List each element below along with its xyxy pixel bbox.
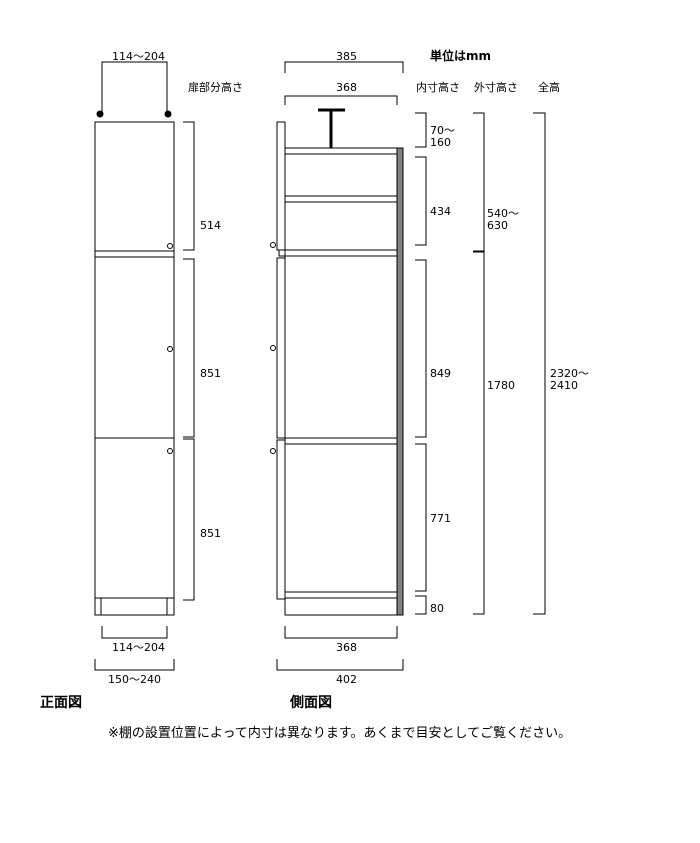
front-knob-3: [167, 448, 173, 454]
side-body-outline: [284, 147, 398, 616]
side-bottom-outer-label: 402: [336, 673, 357, 686]
side-inner-height-4: 771: [430, 512, 451, 525]
adjuster-right: [164, 110, 172, 118]
side-shelf-2: [278, 249, 404, 257]
outer-height-header: 外寸高さ: [474, 81, 518, 94]
side-shelf-1: [284, 195, 398, 203]
side-inner-bracket-4: [415, 443, 427, 592]
side-outer-height-1: 540〜 630: [487, 207, 519, 232]
total-height-header: 全高: [538, 81, 560, 94]
side-bottom-inner-bracket: [284, 626, 398, 639]
side-inner-bracket-3: [415, 259, 427, 438]
side-door-upper: [276, 121, 286, 251]
side-bottom-outer-bracket: [276, 659, 404, 671]
front-bottom-outer-bracket: [94, 659, 175, 671]
front-bottom-inner-label: 114〜204: [112, 641, 165, 654]
side-outer-height-2: 1780: [487, 379, 515, 392]
side-inner-bracket-2: [415, 156, 427, 246]
side-door-middle: [276, 257, 286, 439]
side-shelf-3: [284, 437, 398, 445]
front-door-bracket-3: [183, 438, 195, 601]
front-knob-1: [167, 243, 173, 249]
side-inner-height-2: 434: [430, 205, 451, 218]
side-top-inner-bracket: [284, 95, 398, 105]
side-outer-bracket-1: [473, 112, 485, 252]
front-bottom-outer-label: 150〜240: [108, 673, 161, 686]
footnote: ※棚の設置位置によって内寸は異なります。あくまで目安としてご覧ください。: [108, 726, 572, 741]
front-bottom-inner-bracket: [101, 626, 168, 639]
front-door-bracket-1: [183, 121, 195, 251]
side-inner-bracket-1: [415, 112, 427, 148]
side-back-panel: [396, 147, 404, 616]
front-view-title: 正面図: [40, 695, 82, 711]
side-view: [270, 61, 546, 671]
front-door-bracket-2: [183, 258, 195, 438]
front-top-width-label: 114〜204: [112, 50, 165, 63]
adjuster-left: [96, 110, 104, 118]
side-inner-bracket-5: [415, 595, 427, 615]
side-outer-bracket-2: [473, 251, 485, 615]
front-top-width-bracket: [101, 61, 168, 112]
side-total-bracket: [533, 112, 546, 615]
unit-label: 単位はmm: [430, 49, 492, 63]
front-divider-1: [94, 250, 175, 258]
side-bottom-inner-label: 368: [336, 641, 357, 654]
front-door-height-2: 851: [200, 367, 221, 380]
side-top-outer-bracket: [284, 61, 404, 73]
side-view-title: 側面図: [290, 695, 332, 711]
side-inner-height-3: 849: [430, 367, 451, 380]
front-door-height-1: 514: [200, 219, 221, 232]
front-cabinet-outline: [94, 121, 175, 616]
side-top-inner-label: 368: [336, 81, 357, 94]
inner-height-header: 内寸高さ: [416, 81, 460, 94]
side-top-outer-label: 385: [336, 50, 357, 63]
side-door-lower: [276, 439, 286, 600]
front-door-height-3: 851: [200, 527, 221, 540]
door-height-header: 扉部分高さ: [188, 81, 243, 94]
front-view: [94, 61, 195, 671]
side-shelf-top: [284, 147, 398, 155]
side-inner-height-1: 70〜 160: [430, 124, 455, 149]
side-shelf-bottom: [284, 591, 398, 599]
front-knob-2: [167, 346, 173, 352]
side-inner-height-5: 80: [430, 602, 444, 615]
side-total-height: 2320〜 2410: [550, 367, 589, 392]
